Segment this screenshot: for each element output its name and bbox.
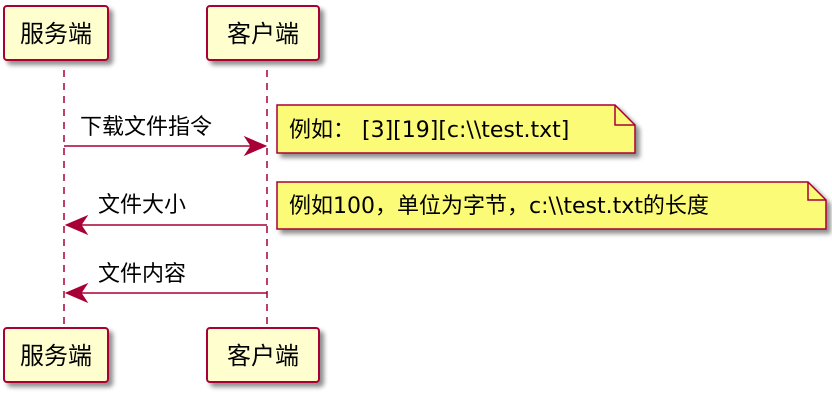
server-participant-top[interactable]: 服务端: [3, 5, 109, 61]
client-participant-bottom[interactable]: 客户端: [206, 327, 320, 383]
note-text: 例如： [3][19][c:\\test.txt]: [289, 118, 569, 143]
note-size-example: [276, 181, 827, 230]
arrow-head-icon: [243, 135, 268, 157]
server-participant-bottom[interactable]: 服务端: [3, 327, 109, 383]
arrow-head-icon: [64, 282, 89, 304]
client-participant-top[interactable]: 客户端: [206, 5, 320, 61]
client-participant-label: 客户端: [227, 20, 299, 48]
note-text: 例如100，单位为字节，c:\\test.txt的长度: [289, 194, 709, 219]
arrow-head-icon: [64, 214, 89, 236]
message-file-content: 文件内容: [64, 262, 267, 304]
server-participant-label: 服务端: [20, 20, 92, 48]
message-label: 文件大小: [98, 193, 186, 218]
client-participant-label: 客户端: [227, 342, 299, 370]
message-file-size: 文件大小: [64, 193, 267, 236]
server-participant-label: 服务端: [20, 342, 92, 370]
note-command-example: [276, 104, 636, 154]
message-label: 文件内容: [98, 262, 186, 287]
message-download-command: 下载文件指令: [64, 115, 268, 157]
message-label: 下载文件指令: [80, 115, 212, 140]
